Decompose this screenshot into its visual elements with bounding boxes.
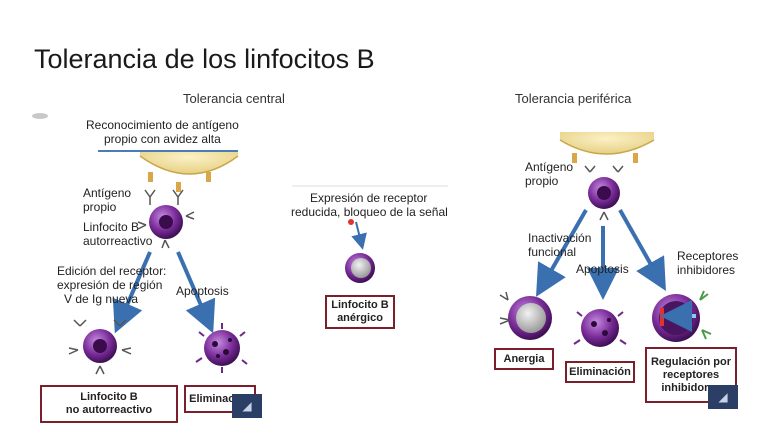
central-apoptosis-label: Apoptosis [176,284,229,298]
central-cell-line1: Linfocito B [83,220,140,234]
box-anergic-line2: anérgico [337,312,383,324]
peripheral-antigen-line2: propio [525,174,559,188]
box-regulation-line3: inhibidores [661,381,721,394]
peripheral-tolerance-heading: Tolerancia periférica [515,91,632,106]
box-elimination-peripheral: Eliminación [565,361,635,383]
middle-expression-line1: Expresión de receptor [310,191,428,205]
box-nonreactive-line2: no autorreactivo [65,404,153,416]
peripheral-receptors-line2: inhibidores [677,263,736,277]
box-anergic: Linfocito B anérgico [325,295,395,329]
apoptotic-cell-central [195,323,248,373]
arrow-to-edit [112,251,152,334]
central-antigen-line2: propio [83,200,117,214]
central-cell-line2: autorreactivo [83,234,153,248]
arrow-to-apoptosis-central [176,251,216,334]
central-antigen-line1: Antígeno [83,186,132,200]
box-anergic-line1: Linfocito B [331,299,389,311]
arrow-to-regulation [618,209,666,291]
middle-expression-line2: reducida, bloqueo de la señal [291,205,448,219]
speaker-icon: ◢ [718,390,728,404]
speaker-icon: ◢ [242,399,252,413]
inhibitory-receptor-cell [652,290,712,342]
nav-button-left[interactable]: ◢ [232,394,262,418]
central-receptors [137,189,195,249]
peripheral-inactivation-line1: Inactivación [528,231,592,245]
central-edit-line1: Edición del receptor: [57,264,167,278]
arrow-to-anergic [351,221,367,250]
box-regulation-line1: Regulación por [650,355,732,368]
central-edit-line2: expresión de región [57,278,163,292]
box-anergy-label: Anergia [503,352,545,365]
arrow-to-anergy [536,209,588,297]
box-elimination-peripheral-label: Eliminación [569,365,631,378]
box-anergy: Anergia [494,348,554,370]
central-recognition-line2: propio con avidez alta [104,132,221,146]
box-nonreactive: Linfocito B no autorreactivo [40,385,178,423]
central-recognition-line1: Reconocimiento de antígeno [86,118,239,132]
nav-button-right[interactable]: ◢ [708,385,738,409]
decorative-dot [32,113,48,119]
red-dot [348,219,354,225]
central-presenting-cell [98,150,239,192]
box-nonreactive-line1: Linfocito B [80,391,138,403]
central-tolerance-heading: Tolerancia central [183,91,285,106]
slide-title: Tolerancia de los linfocitos B [34,44,375,74]
central-edit-line3: V de Ig nueva [64,292,139,306]
peripheral-inactivation-line2: funcional [528,245,577,259]
peripheral-antigen-line1: Antígeno [525,160,574,174]
peripheral-presenting-cell [559,132,655,163]
box-regulation-line2: receptores [662,368,720,381]
peripheral-receptors-line1: Receptores [677,249,739,263]
apoptotic-cell-peripheral [573,309,627,347]
peripheral-apoptosis-label: Apoptosis [576,262,629,276]
